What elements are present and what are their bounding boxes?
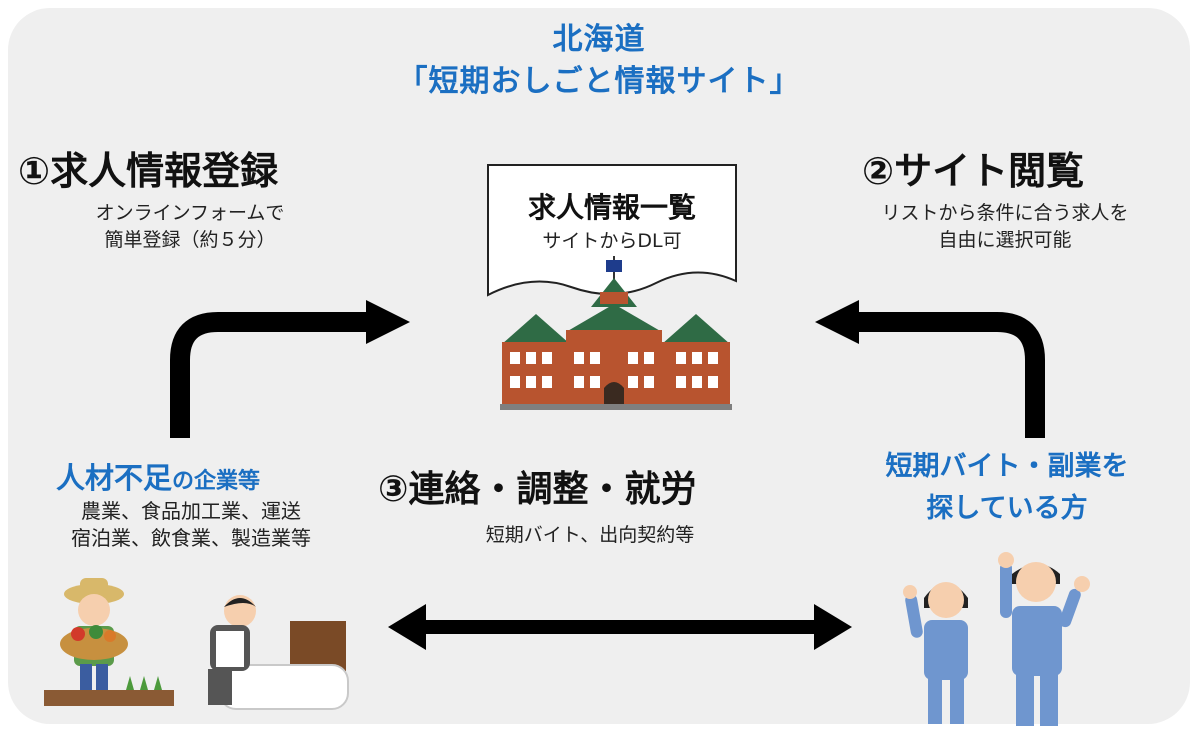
employers-heading-main: 人材不足 — [56, 461, 173, 495]
employers-heading: 人材不足の企業等 — [56, 455, 260, 497]
farmer-illustration — [44, 578, 174, 706]
job-seekers-illustration — [903, 552, 1090, 726]
title-site-name: 「短期おしごと情報サイト」 — [397, 64, 801, 99]
step2-line2: 自由に選択可能 — [938, 229, 1072, 251]
seekers-heading-line2: 探している方 — [926, 493, 1088, 524]
step2-description: リストから条件に合う求人を 自由に選択可能 — [840, 200, 1170, 254]
step3-description: 短期バイト、出向契約等 — [485, 524, 695, 546]
employers-heading-suffix: の企業等 — [172, 469, 261, 494]
employers-industries: 農業、食品加工業、運送 宿泊業、飲食業、製造業等 — [26, 498, 356, 552]
title-region: 北海道 — [552, 22, 646, 57]
document-title: 求人情報一覧 — [527, 191, 696, 224]
arrow-to-site-right — [815, 300, 1045, 438]
arrow-bidirectional — [388, 604, 852, 650]
step1-line1: オンラインフォームで — [95, 202, 285, 224]
seekers-heading: 短期バイト・副業を 探している方 — [842, 446, 1172, 530]
step3-title: ③連絡・調整・就労 — [378, 469, 697, 510]
government-building-icon — [500, 256, 732, 410]
arrow-to-site-left — [170, 300, 410, 438]
step1-line2: 簡単登録（約５分） — [104, 229, 276, 251]
step1-description: オンラインフォームで 簡単登録（約５分） — [40, 200, 340, 254]
step2-line1: リストから条件に合う求人を — [881, 202, 1129, 224]
employers-line1: 農業、食品加工業、運送 — [81, 499, 301, 523]
step1-title: ①求人情報登録 — [18, 149, 279, 193]
document-subtitle: サイトからDL可 — [542, 230, 682, 252]
step2-title: ②サイト閲覧 — [862, 149, 1085, 193]
hotel-worker-illustration — [208, 595, 349, 710]
employers-line2: 宿泊業、飲食業、製造業等 — [71, 526, 311, 550]
seekers-heading-line1: 短期バイト・副業を — [885, 451, 1129, 482]
